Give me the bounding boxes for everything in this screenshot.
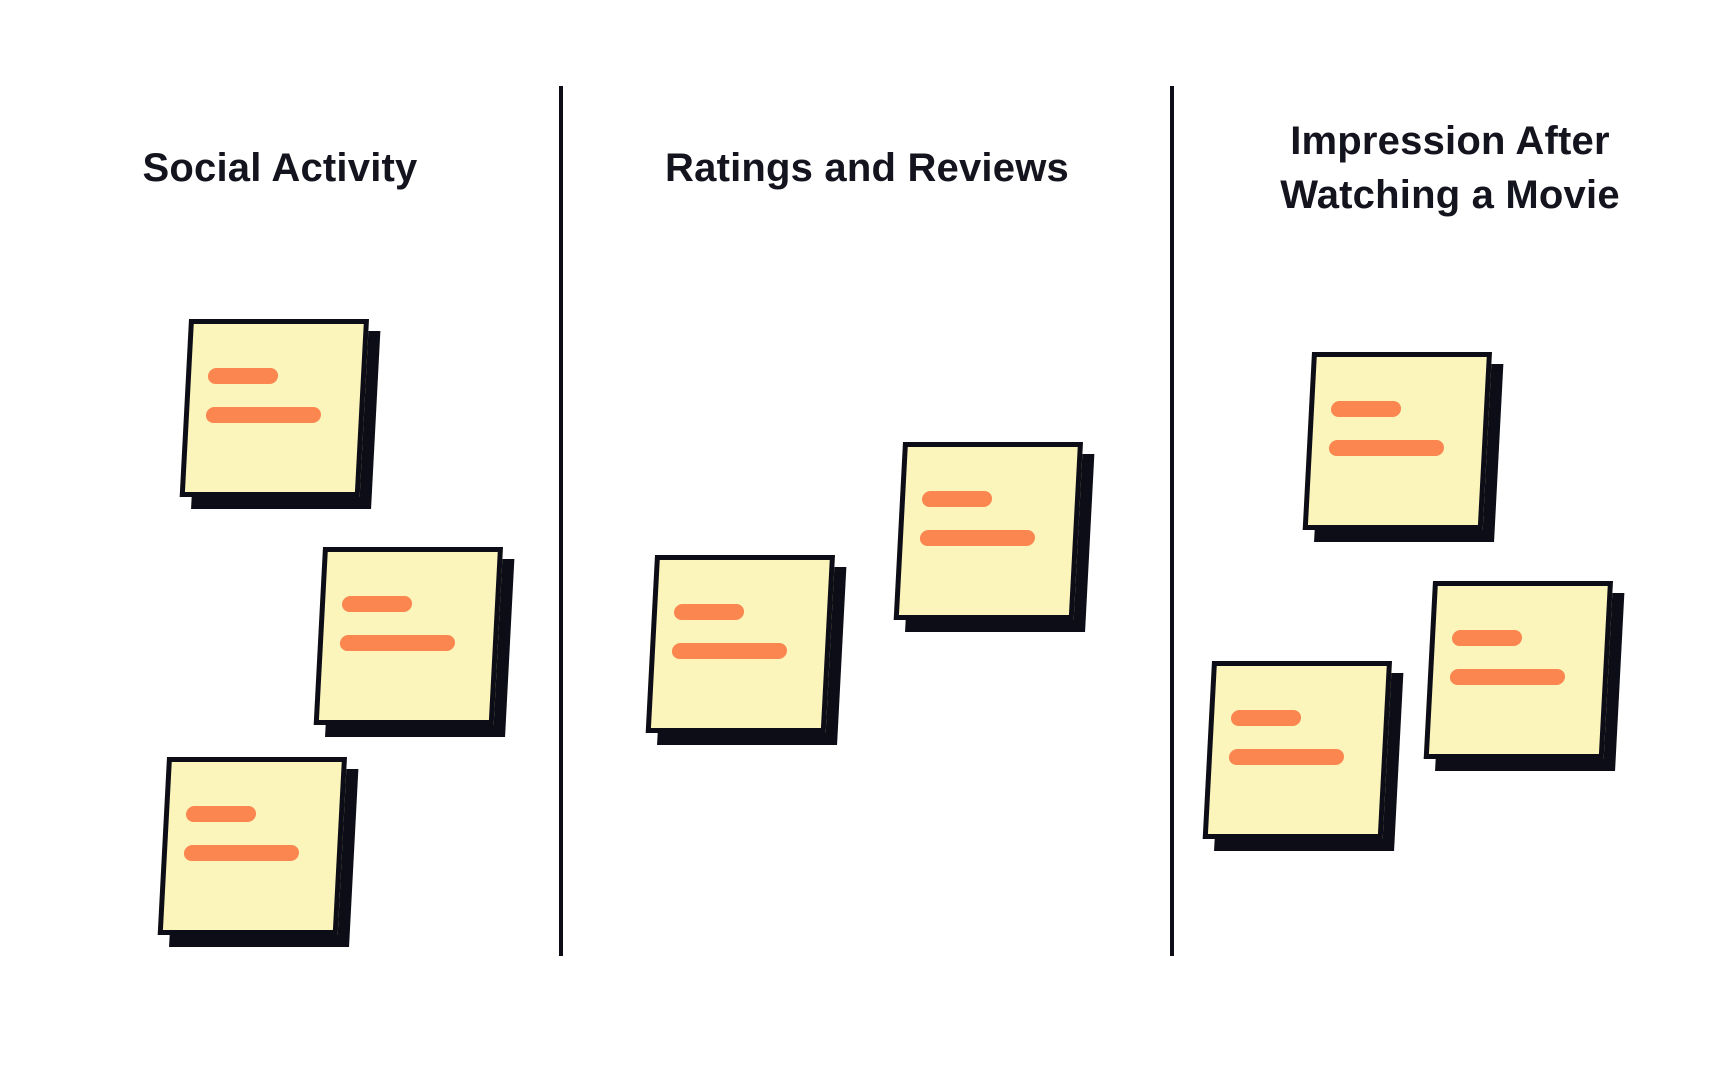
text-placeholder-line-long bbox=[339, 635, 456, 651]
text-placeholder-line-short bbox=[341, 596, 413, 612]
column-divider bbox=[559, 86, 563, 956]
sticky-note[interactable] bbox=[893, 442, 1083, 620]
text-placeholder-line-long bbox=[1328, 440, 1445, 456]
sticky-note[interactable] bbox=[1423, 581, 1613, 759]
text-placeholder-line-long bbox=[183, 845, 300, 861]
text-placeholder-line-long bbox=[919, 530, 1036, 546]
sticky-note[interactable] bbox=[179, 319, 369, 497]
sticky-note[interactable] bbox=[645, 555, 835, 733]
column-title-social-activity: Social Activity bbox=[0, 100, 560, 236]
sticky-note[interactable] bbox=[313, 547, 503, 725]
text-placeholder-line-short bbox=[1230, 710, 1302, 726]
text-placeholder-line-short bbox=[1330, 401, 1402, 417]
text-placeholder-line-short bbox=[185, 806, 257, 822]
text-placeholder-line-long bbox=[1228, 749, 1345, 765]
sticky-note[interactable] bbox=[1202, 661, 1392, 839]
column-title-ratings-and-reviews: Ratings and Reviews bbox=[563, 100, 1171, 236]
column-title-text: Impression After Watching a Movie bbox=[1280, 119, 1620, 217]
text-placeholder-line-short bbox=[921, 491, 993, 507]
sticky-note[interactable] bbox=[157, 757, 347, 935]
text-placeholder-line-long bbox=[1449, 669, 1566, 685]
sticky-note[interactable] bbox=[1302, 352, 1492, 530]
column-title-text: Social Activity bbox=[142, 146, 418, 190]
column-title-text: Ratings and Reviews bbox=[665, 146, 1069, 190]
text-placeholder-line-short bbox=[207, 368, 279, 384]
text-placeholder-line-short bbox=[673, 604, 745, 620]
text-placeholder-line-short bbox=[1451, 630, 1523, 646]
column-divider bbox=[1170, 86, 1174, 956]
text-placeholder-line-long bbox=[205, 407, 322, 423]
text-placeholder-line-long bbox=[671, 643, 788, 659]
column-title-impression-after-watching: Impression After Watching a Movie bbox=[1172, 100, 1728, 236]
